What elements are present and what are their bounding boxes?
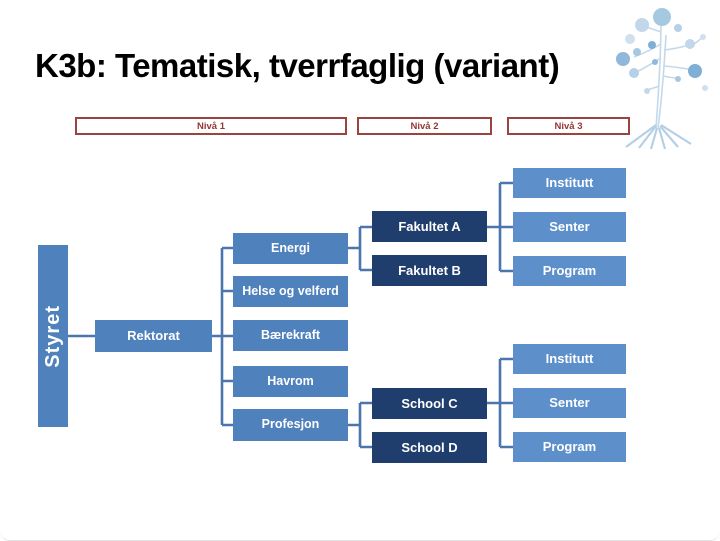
org-box-theme-helse-og-velferd: Helse og velferd [233, 276, 348, 307]
level-label-niva-2: Nivå 2 [357, 117, 492, 135]
org-box-school-d: School D [372, 432, 487, 463]
org-box-rektorat: Rektorat [95, 320, 212, 352]
org-box-fakultet-b: Fakultet B [372, 255, 487, 286]
org-box-styret: Styret [38, 245, 68, 427]
org-box-program-2: Program [513, 432, 626, 462]
org-box-school-c: School C [372, 388, 487, 419]
org-box-senter-2: Senter [513, 388, 626, 418]
styret-label: Styret [41, 304, 64, 368]
level-label-niva-3: Nivå 3 [507, 117, 630, 135]
org-box-program-1: Program [513, 256, 626, 286]
slide-title: K3b: Tematisk, tverrfaglig (variant) [35, 47, 560, 84]
org-box-theme-baerekraft: Bærekraft [233, 320, 348, 351]
org-box-fakultet-a: Fakultet A [372, 211, 487, 242]
org-box-institutt-2: Institutt [513, 344, 626, 374]
level-label-niva-1: Nivå 1 [75, 117, 347, 135]
tree-decoration-icon [616, 8, 708, 150]
org-box-theme-energi: Energi [233, 233, 348, 264]
org-box-theme-havrom: Havrom [233, 366, 348, 397]
org-box-institutt-1: Institutt [513, 168, 626, 198]
org-box-senter-1: Senter [513, 212, 626, 242]
org-box-theme-profesjon: Profesjon [233, 409, 348, 441]
